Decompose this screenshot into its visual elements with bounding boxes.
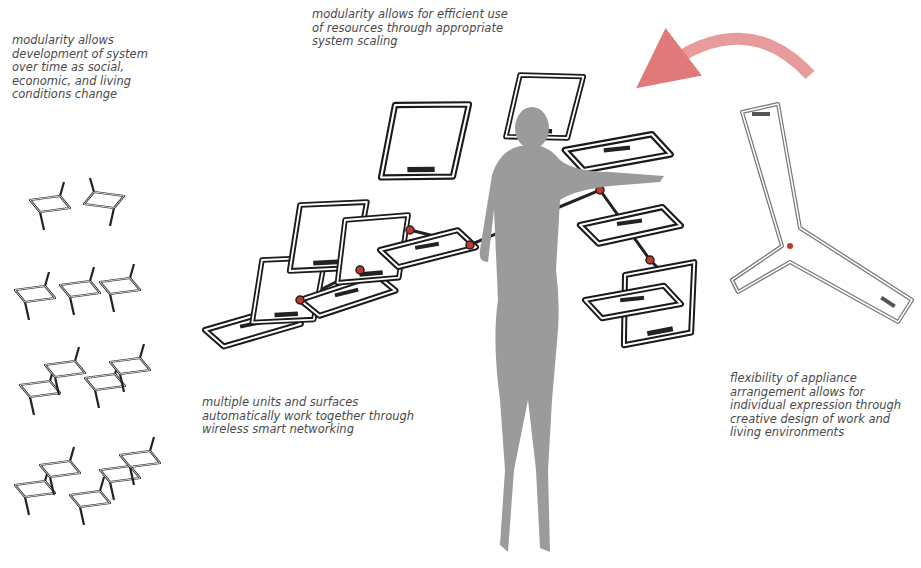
- single-unit: [732, 104, 912, 322]
- small-configurations: [15, 178, 160, 525]
- modular-cluster: [204, 67, 700, 349]
- annotation-note: multiple units and surfaces automaticall…: [202, 396, 424, 437]
- rotation-arrow: [660, 39, 810, 75]
- annotation-note: modularity allows development of system …: [12, 34, 172, 102]
- person-silhouette: [480, 107, 664, 552]
- annotation-note: modularity allows for efficient use of r…: [312, 8, 512, 49]
- annotation-note: flexibility of appliance arrangement all…: [730, 372, 915, 440]
